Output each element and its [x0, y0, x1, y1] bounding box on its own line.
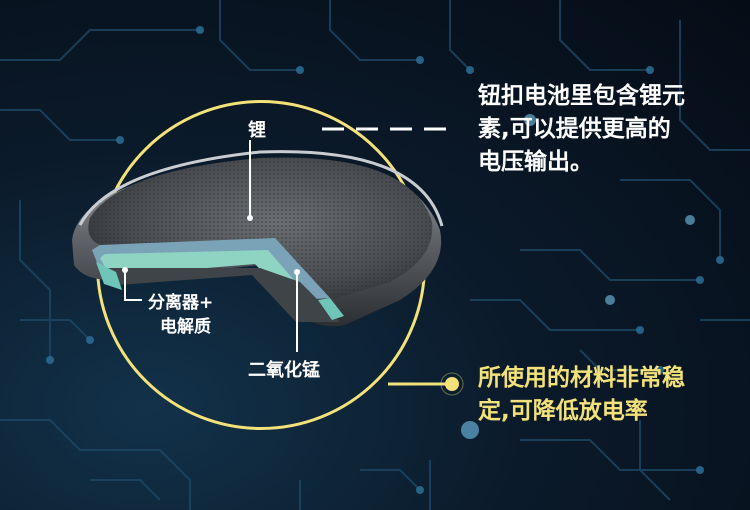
- lithium-caption-line2: 素,可以提供更高的: [478, 116, 671, 142]
- separator-electrolyte-label: 分离器+ 电解质: [148, 291, 213, 339]
- lithium-caption-line3: 电压输出。: [478, 149, 593, 175]
- lithium-caption-line1: 钮扣电池里包含锂元: [478, 83, 685, 109]
- stability-caption-line1: 所使用的材料非常稳: [478, 365, 685, 391]
- separator-label-line2: 电解质: [160, 317, 211, 337]
- lithium-label: 锂: [248, 120, 266, 141]
- lithium-caption: 钮扣电池里包含锂元 素,可以提供更高的 电压输出。: [478, 80, 738, 179]
- stability-caption: 所使用的材料非常稳 定,可降低放电率: [478, 362, 738, 428]
- stability-caption-line2: 定,可降低放电率: [478, 398, 648, 424]
- separator-label-line1: 分离器+: [148, 293, 214, 313]
- manganese-dioxide-label: 二氧化锰: [248, 360, 320, 381]
